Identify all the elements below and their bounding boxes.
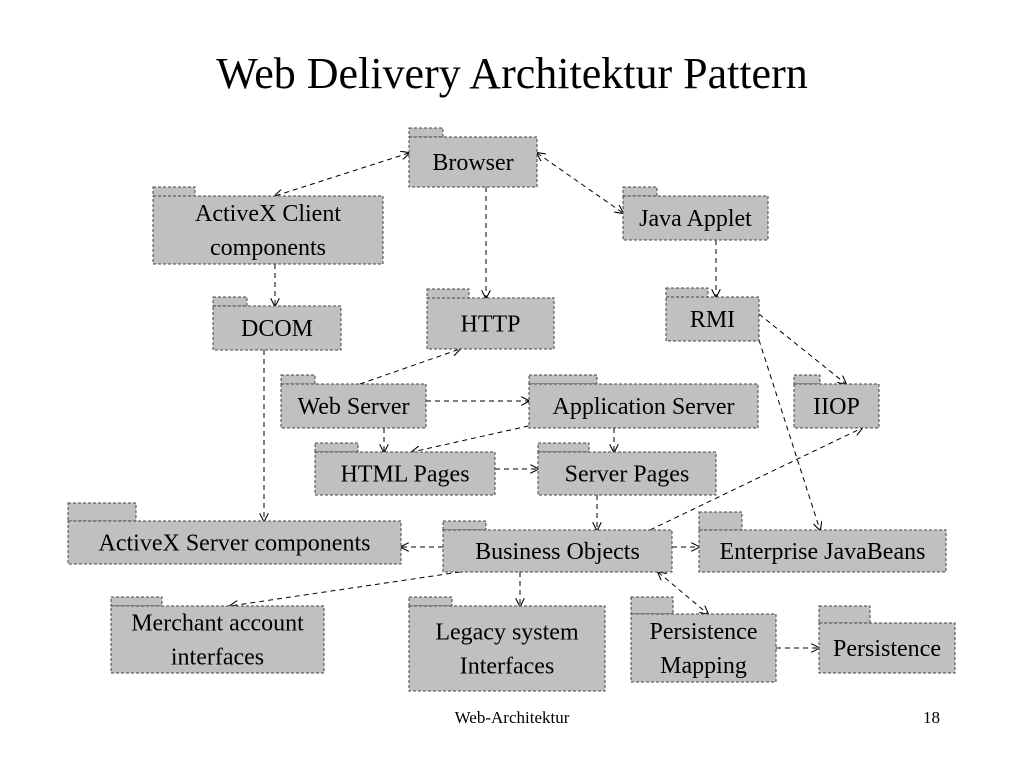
- package-persistence: Persistence: [818, 605, 956, 674]
- package-label: Web Server: [297, 394, 409, 420]
- package-label: interfaces: [171, 645, 264, 671]
- package-label: Persistence: [650, 619, 758, 645]
- package-body: [665, 296, 760, 342]
- edge-rmi-to-enterprise-javabeans: [758, 339, 820, 530]
- package-body: [793, 383, 880, 429]
- edge-rmi-to-iiop: [758, 313, 846, 384]
- edge-business-objects-to-persistence-mapping: [658, 572, 708, 614]
- package-browser: Browser: [408, 127, 538, 188]
- package-body: [110, 605, 325, 674]
- package-body: [537, 451, 717, 496]
- package-tab: [793, 374, 821, 385]
- package-label: Enterprise JavaBeans: [720, 539, 926, 565]
- package-body: [622, 195, 769, 241]
- package-rmi: RMI: [665, 287, 760, 342]
- package-activex-server: ActiveX Server components: [67, 502, 402, 565]
- package-tab: [622, 186, 658, 197]
- package-body: [212, 305, 342, 351]
- package-label: Interfaces: [460, 654, 555, 680]
- package-label: Server Pages: [565, 462, 690, 488]
- package-dcom: DCOM: [212, 296, 342, 351]
- package-tab: [314, 442, 359, 453]
- package-body: [408, 136, 538, 188]
- package-tab: [67, 502, 137, 522]
- package-tab: [212, 296, 248, 307]
- package-tab: [408, 596, 453, 607]
- package-body: [280, 383, 427, 429]
- package-html-pages: HTML Pages: [314, 442, 496, 496]
- package-tab: [537, 442, 590, 453]
- package-tab: [698, 511, 743, 531]
- package-label: Persistence: [833, 636, 941, 662]
- package-server-pages: Server Pages: [537, 442, 717, 496]
- package-label: Browser: [432, 150, 513, 176]
- slide-footer: Web-Architektur: [454, 708, 570, 727]
- edge-web-server-to-http: [359, 349, 460, 385]
- page-number: 18: [923, 708, 940, 727]
- package-activex-client: ActiveX Client components: [152, 186, 384, 265]
- package-tab: [152, 186, 196, 197]
- package-http: HTTP: [426, 288, 555, 350]
- package-tab: [110, 596, 163, 607]
- package-tab: [818, 605, 871, 624]
- package-body: [698, 529, 947, 573]
- package-body: [408, 605, 606, 692]
- package-tab: [280, 374, 316, 385]
- package-tab: [665, 287, 709, 298]
- package-label: Application Server: [553, 394, 735, 420]
- package-body: [528, 383, 759, 429]
- package-merchant-account: Merchant account interfaces: [110, 596, 325, 674]
- package-application-server: Application Server: [528, 374, 759, 429]
- edge-browser-to-java-applet: [537, 153, 623, 213]
- package-label: Mapping: [660, 653, 747, 679]
- package-enterprise-javabeans: Enterprise JavaBeans: [698, 511, 947, 573]
- package-label: ActiveX Server components: [99, 531, 371, 557]
- package-body: [67, 520, 402, 565]
- package-business-objects: Business Objects: [442, 520, 673, 573]
- package-body: [314, 451, 496, 496]
- slide-title: Web Delivery Architektur Pattern: [216, 49, 808, 98]
- package-label: components: [210, 235, 326, 261]
- package-label: HTTP: [461, 312, 521, 338]
- package-iiop: IIOP: [793, 374, 880, 429]
- package-body: [818, 622, 956, 674]
- package-tab: [426, 288, 470, 299]
- edge-business-objects-to-iiop: [649, 428, 862, 531]
- package-label: Business Objects: [475, 539, 640, 565]
- package-tab: [630, 596, 674, 615]
- package-body: [152, 195, 384, 265]
- package-java-applet: Java Applet: [622, 186, 769, 241]
- package-label: ActiveX Client: [195, 201, 341, 227]
- dependency-edges: [230, 153, 862, 648]
- edge-browser-to-activex-client: [275, 153, 409, 196]
- package-label: DCOM: [241, 316, 313, 342]
- package-label: Merchant account: [131, 611, 304, 637]
- package-tab: [528, 374, 598, 385]
- package-label: Java Applet: [639, 206, 752, 232]
- package-body: [630, 613, 777, 683]
- package-label: HTML Pages: [340, 462, 469, 488]
- package-label: Legacy system: [435, 620, 579, 646]
- edge-business-objects-to-merchant-account: [230, 571, 461, 606]
- package-body: [442, 529, 673, 573]
- package-label: RMI: [690, 307, 735, 333]
- edge-application-server-to-html-pages: [412, 419, 556, 452]
- package-tab: [442, 520, 487, 531]
- package-label: IIOP: [813, 394, 860, 420]
- package-web-server: Web Server: [280, 374, 427, 429]
- package-body: [426, 297, 555, 350]
- package-tab: [408, 127, 444, 138]
